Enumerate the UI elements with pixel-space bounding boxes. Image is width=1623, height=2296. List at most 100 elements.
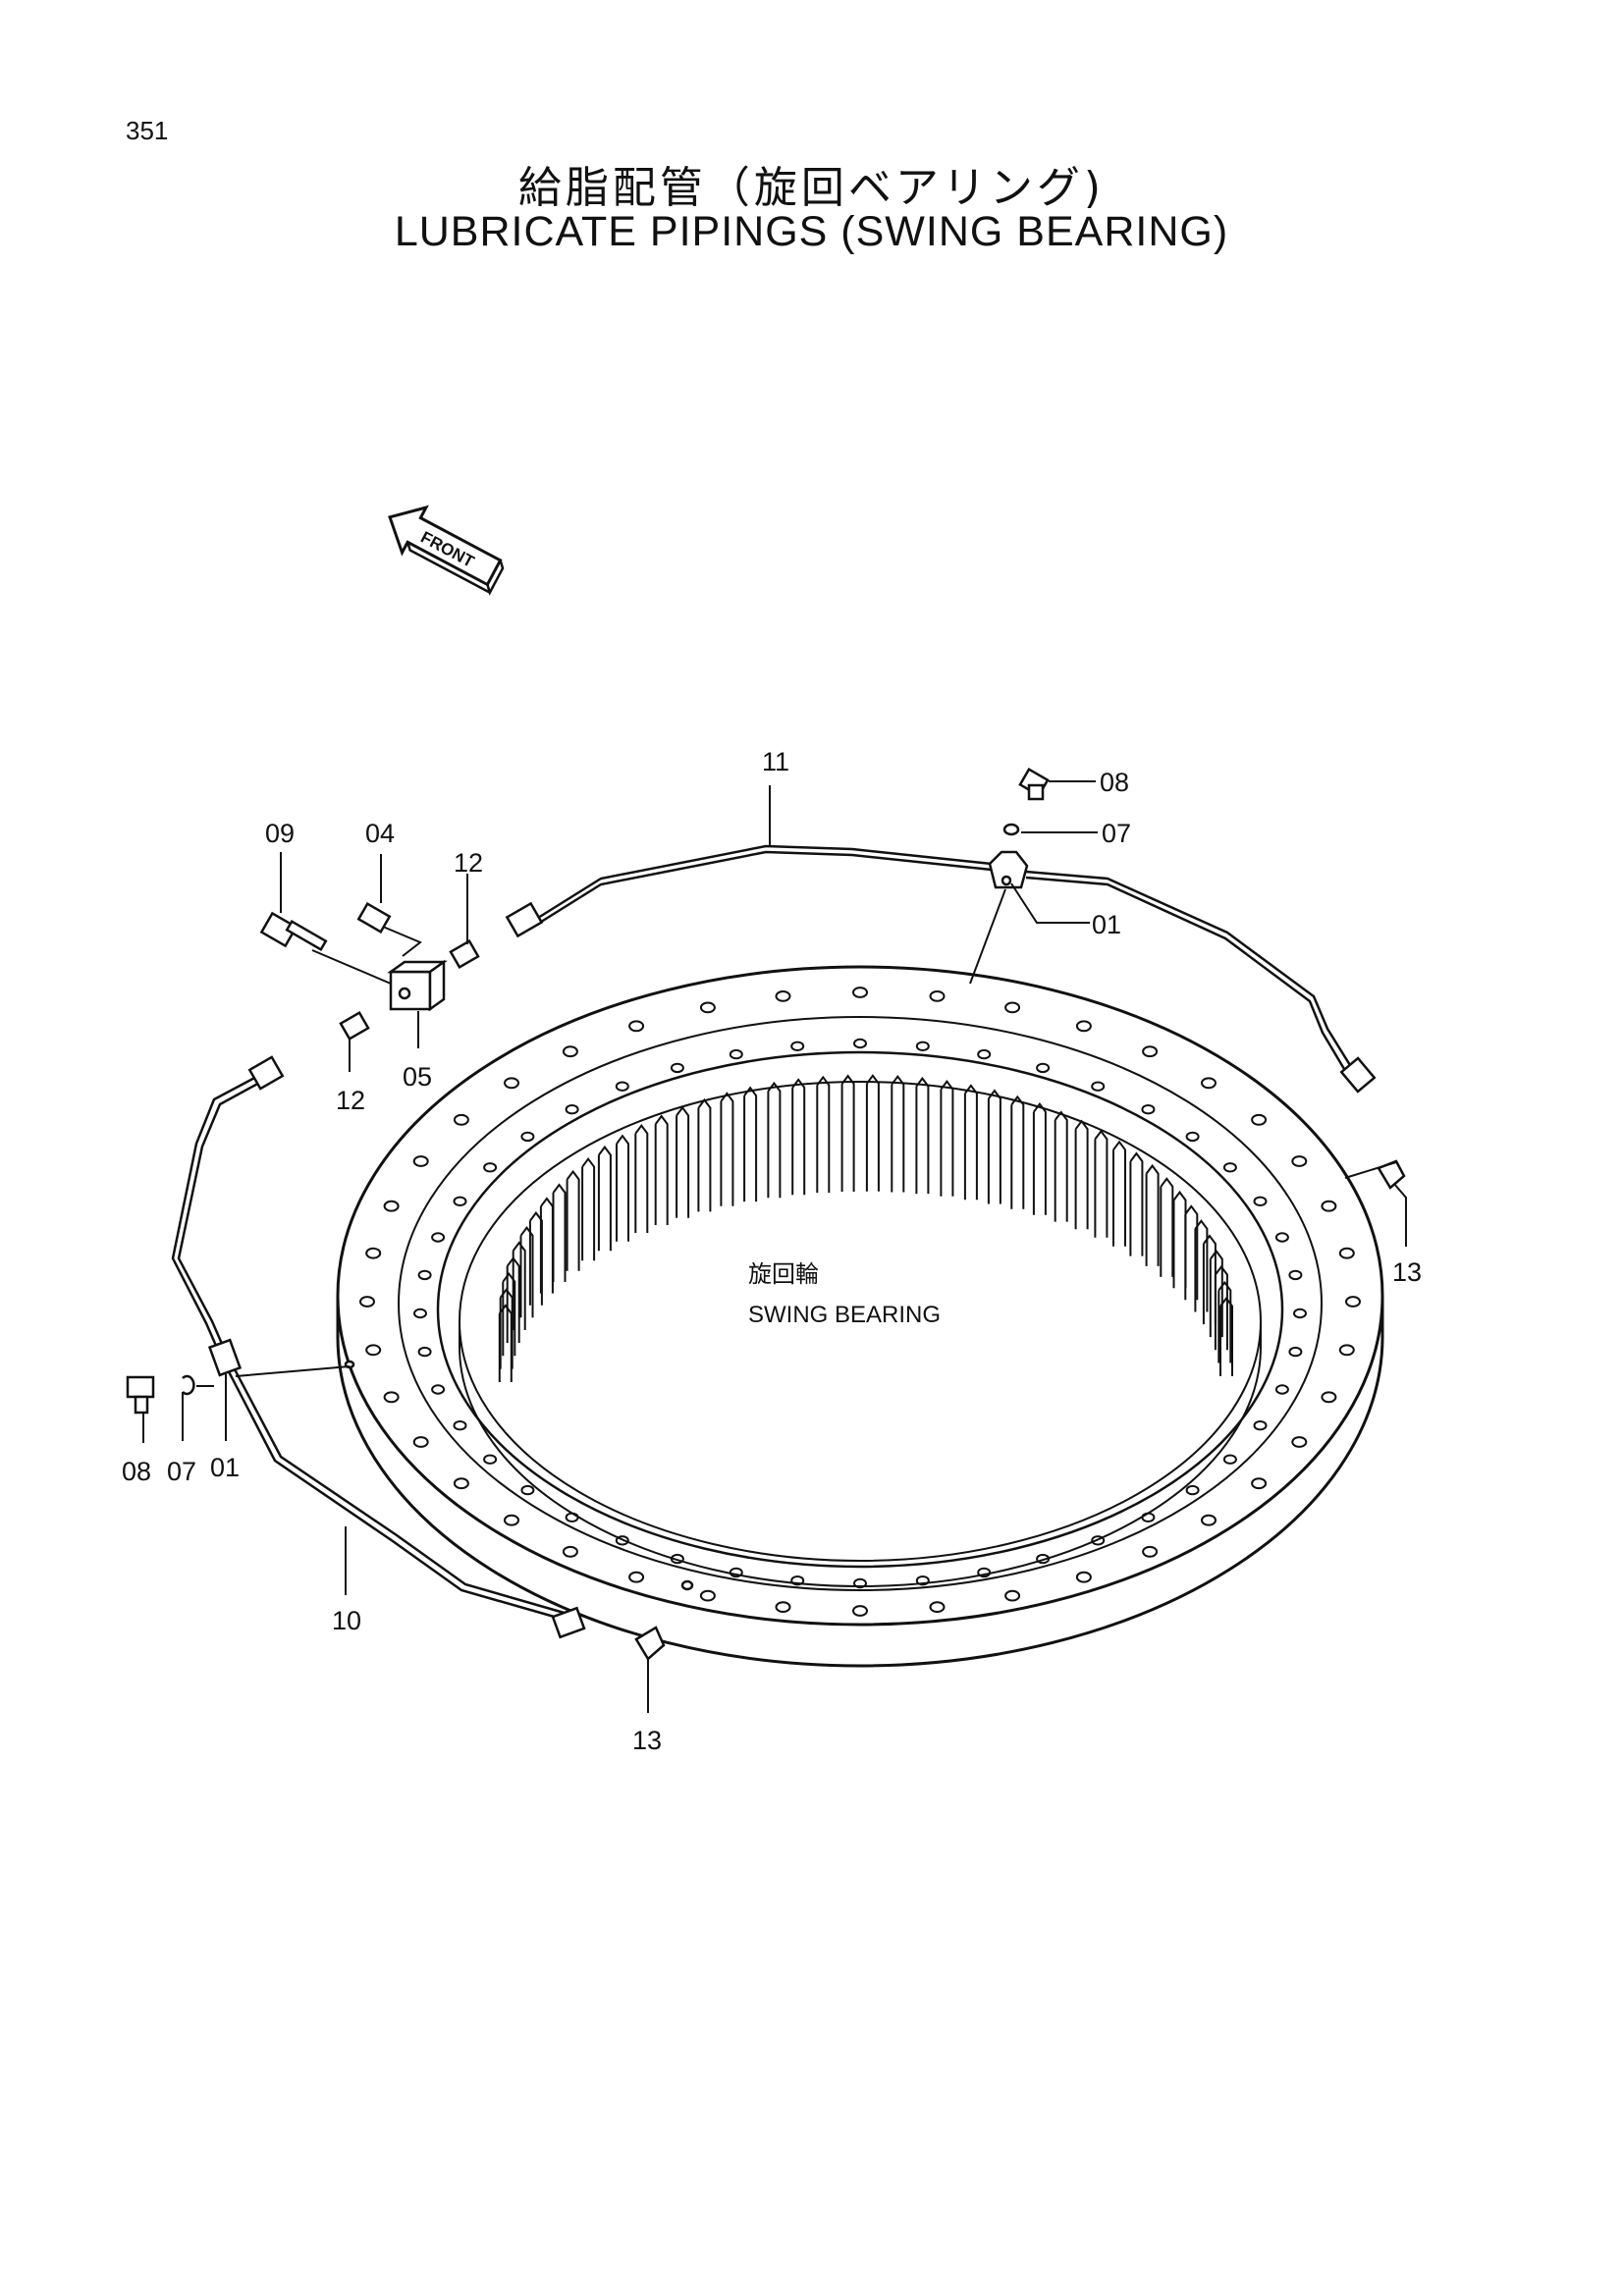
leader-lines xyxy=(142,780,1407,1713)
gear-tooth xyxy=(915,1076,930,1195)
bolt-hole xyxy=(1185,1131,1200,1143)
bolt-hole xyxy=(383,1200,400,1212)
gear-tooth xyxy=(1032,1102,1047,1215)
gear-tooth xyxy=(840,1074,855,1192)
bolt-hole xyxy=(915,1041,930,1052)
bolt-hole xyxy=(359,1296,375,1308)
bolt-hole xyxy=(729,1567,743,1578)
bolt-hole xyxy=(412,1436,429,1448)
pipe-11 xyxy=(529,844,1355,1075)
bolt-hole xyxy=(775,1601,791,1613)
callout-01-top: 01 xyxy=(1092,910,1121,939)
gear-tooth xyxy=(581,1157,596,1261)
callout-08-left: 08 xyxy=(122,1457,151,1486)
gear-tooth xyxy=(512,1241,526,1330)
bolt-hole xyxy=(1274,1384,1289,1395)
gear-tooth xyxy=(634,1124,649,1233)
bolt-hole xyxy=(729,1048,743,1060)
bolt-hole xyxy=(565,1104,579,1115)
gear-tooth xyxy=(1129,1151,1144,1256)
bolt-hole xyxy=(852,1605,868,1617)
bolt-hole xyxy=(853,1577,867,1589)
callout-11: 11 xyxy=(762,747,789,776)
gear-tooth xyxy=(1074,1119,1089,1230)
bolt-hole xyxy=(412,1155,429,1167)
bolt-hole xyxy=(562,1545,578,1558)
bolt-hole xyxy=(1253,1420,1268,1431)
bolt-hole xyxy=(790,1575,805,1586)
callout-13-right: 13 xyxy=(1392,1257,1422,1287)
bolt-hole xyxy=(383,1391,400,1404)
bolt-hole xyxy=(1201,1077,1217,1090)
gear-tooth xyxy=(791,1078,806,1196)
bolt-hole xyxy=(365,1247,382,1259)
callout-13-bottom: 13 xyxy=(632,1726,662,1755)
gear-tooth xyxy=(940,1080,954,1197)
bolt-hole xyxy=(453,1420,467,1431)
bolt-hole xyxy=(977,1567,992,1578)
gear-tooth xyxy=(566,1169,580,1271)
gear-tooth xyxy=(502,1272,516,1357)
bolt-hole xyxy=(1251,1113,1268,1126)
gear-tooth xyxy=(1160,1177,1174,1277)
bolt-hole xyxy=(562,1045,578,1058)
bolt-hole xyxy=(1185,1484,1200,1496)
bolt-hole xyxy=(483,1162,498,1173)
bolt-hole xyxy=(1201,1514,1217,1526)
bolt-hole xyxy=(453,1196,467,1207)
gear-tooth xyxy=(1054,1110,1068,1222)
bolt-hole xyxy=(1291,1436,1308,1448)
bolt-hole xyxy=(520,1484,535,1496)
bolt-holes-outer xyxy=(359,987,1361,1617)
callout-10: 10 xyxy=(332,1606,361,1635)
fittings xyxy=(126,767,1406,1661)
bolt-hole xyxy=(1291,1155,1308,1167)
bolt-hole xyxy=(1345,1296,1361,1308)
gear-tooth xyxy=(676,1105,690,1218)
page-title-english: LUBRICATE PIPINGS (SWING BEARING) xyxy=(394,208,1229,255)
gear-tooth xyxy=(767,1081,782,1199)
gear-tooth xyxy=(1209,1249,1223,1338)
gear-tooth xyxy=(616,1134,629,1242)
bolt-hole xyxy=(520,1131,535,1143)
bolt-hole xyxy=(365,1344,382,1357)
bolt-hole xyxy=(775,990,791,1002)
bolt-hole xyxy=(1091,1535,1106,1546)
gear-tooth xyxy=(1010,1095,1025,1209)
center-label-english: SWING BEARING xyxy=(748,1302,941,1328)
gear-tooth xyxy=(891,1075,905,1193)
bolt-hole xyxy=(929,1601,946,1613)
bolt-hole xyxy=(977,1048,992,1060)
gear-tooth xyxy=(597,1145,612,1252)
bolt-hole xyxy=(1075,1571,1092,1583)
bolt-hole xyxy=(1338,1247,1355,1259)
gear-teeth xyxy=(498,1074,1233,1382)
bolt-hole xyxy=(483,1454,498,1465)
bolt-hole xyxy=(615,1081,629,1092)
gear-tooth xyxy=(816,1075,831,1194)
bolt-hole xyxy=(504,1514,519,1526)
gear-tooth xyxy=(865,1074,880,1192)
bolt-hole xyxy=(1141,1512,1156,1523)
bolt-hole xyxy=(1036,1553,1051,1565)
page-title-japanese: 給脂配管（旋回ベアリング) xyxy=(517,163,1106,213)
bolt-hole xyxy=(1253,1196,1268,1207)
gear-tooth xyxy=(506,1256,520,1343)
bolt-hole xyxy=(1091,1081,1106,1092)
gear-tooth xyxy=(743,1086,758,1202)
bolt-hole xyxy=(1338,1344,1355,1357)
gear-tooth xyxy=(1219,1296,1233,1376)
bolt-hole xyxy=(1293,1308,1307,1319)
bolt-hole xyxy=(417,1346,432,1358)
bolt-hole xyxy=(1222,1162,1237,1173)
bolt-hole xyxy=(565,1512,579,1523)
bolt-hole xyxy=(1141,1104,1156,1115)
bolt-hole xyxy=(699,1001,716,1014)
callout-12-top: 12 xyxy=(454,848,483,878)
gear-tooth xyxy=(697,1097,712,1212)
bolt-hole xyxy=(453,1477,469,1490)
bolt-hole xyxy=(670,1062,684,1074)
gear-tooth xyxy=(963,1084,978,1201)
center-label-japanese: 旋回輪 xyxy=(748,1261,819,1288)
bolt-hole xyxy=(1321,1200,1337,1212)
